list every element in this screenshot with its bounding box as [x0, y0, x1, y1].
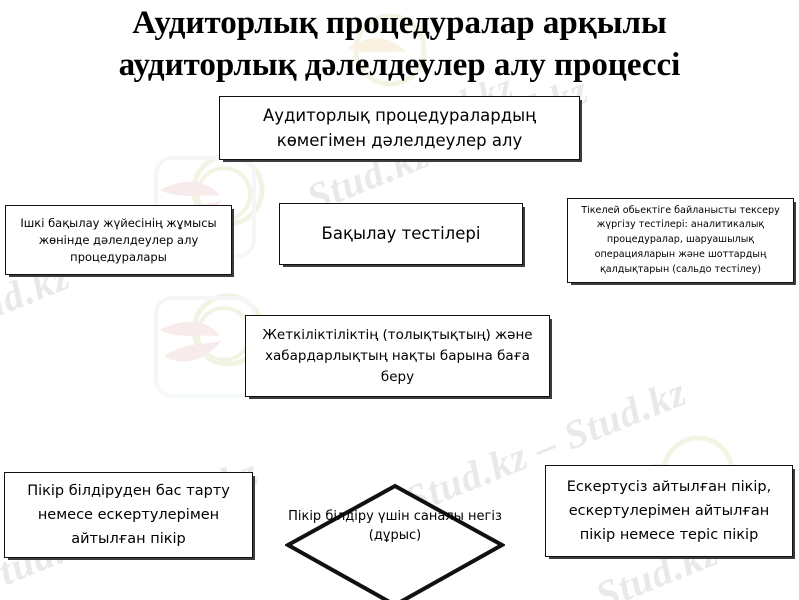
page-title-line-1: Аудиторлық процедуралар арқылы [132, 5, 667, 41]
flow-node-label: Аудиторлық процедуралардың көмегімен дәл… [262, 106, 537, 150]
flow-node-label: Пікір білдіру үшін саналы негіз (дұрыс) [288, 509, 502, 543]
flow-node-obtain-evidence: Аудиторлық процедуралардың көмегімен дәл… [219, 96, 580, 160]
flow-node-decision-reasonable-basis: Пікір білдіру үшін саналы негіз (дұрыс) [285, 483, 505, 600]
page-title: Аудиторлық процедуралар арқылы аудиторлы… [0, 2, 799, 86]
flow-node-disclaimer-opinion: Пікір білдіруден бас тарту немесе ескерт… [4, 472, 253, 558]
flow-node-label: Жеткіліктіліктің (толықтықтың) және хаба… [262, 326, 533, 385]
flow-node-label: Бақылау тестілері [321, 224, 481, 243]
flow-node-internal-control-procedures: Ішкі бақылау жүйесінің жұмысы жөнінде дә… [5, 205, 232, 275]
flow-node-label: Ішкі бақылау жүйесінің жұмысы жөнінде дә… [20, 215, 217, 264]
flow-node-label: Пікір білдіруден бас тарту немесе ескерт… [27, 483, 230, 547]
page-title-line-2: аудиторлық дәлелдеулер алу процессі [118, 47, 681, 83]
flow-node-control-tests: Бақылау тестілері [279, 203, 523, 265]
flow-node-sufficiency-assessment: Жеткіліктіліктің (толықтықтың) және хаба… [245, 315, 550, 397]
flow-node-label: Тікелей обьектіге байланысты тексеру жүр… [581, 204, 780, 275]
flow-node-unqualified-opinion: Ескертусіз айтылған пікір, ескертулеріме… [545, 465, 793, 557]
flow-node-substantive-tests: Тікелей обьектіге байланысты тексеру жүр… [567, 198, 794, 283]
diamond-shape-icon [285, 483, 505, 600]
flow-node-label: Ескертусіз айтылған пікір, ескертулеріме… [566, 479, 772, 543]
